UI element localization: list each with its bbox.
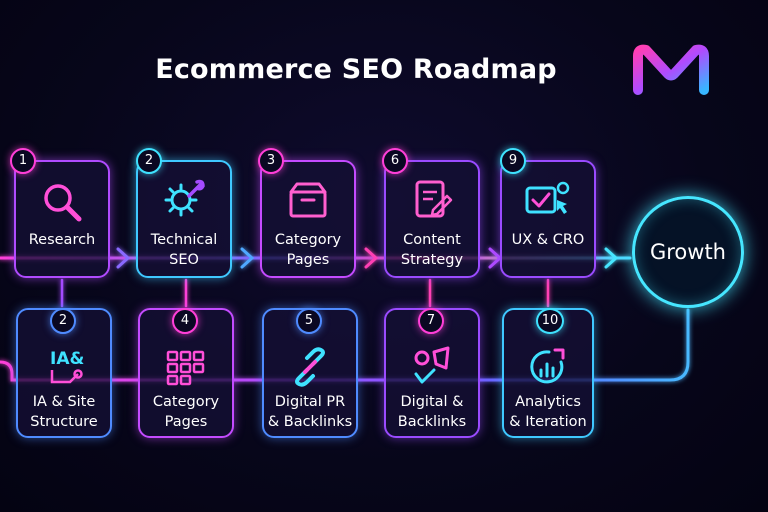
step-label: Digital PR & Backlinks — [267, 394, 353, 430]
growth-goal[interactable]: Growth — [632, 196, 744, 308]
step-card-digital-pr-backlinks[interactable]: Digital PR & Backlinks — [262, 308, 358, 438]
chain-link-icon — [295, 347, 325, 387]
step-label: Analytics & Iteration — [509, 394, 587, 430]
megaphone-icon — [414, 346, 450, 384]
step-number-badge: 2 — [50, 308, 76, 334]
step-card-ux-cro[interactable]: UX & CRO — [500, 160, 596, 278]
step-label: Content Strategy — [400, 232, 464, 268]
step-number-badge: 2 — [136, 148, 162, 174]
box-icon — [289, 182, 327, 218]
arrow-icon — [116, 247, 131, 269]
arrow-icon — [364, 247, 379, 269]
step-card-category-pages[interactable]: Category Pages — [260, 160, 356, 278]
step-number-badge: 3 — [258, 148, 284, 174]
grid-icon — [166, 350, 205, 386]
step-number-badge: 4 — [172, 308, 198, 334]
step-number-badge: 5 — [296, 308, 322, 334]
document-pencil-icon — [415, 180, 453, 218]
analytics-chart-icon — [530, 348, 565, 384]
meta-infinity-logo-icon — [633, 44, 709, 95]
arrow-icon — [240, 247, 255, 269]
step-label: UX & CRO — [511, 232, 585, 248]
ia-icon-text: IA& — [50, 349, 84, 369]
page-title: Ecommerce SEO Roadmap — [155, 54, 557, 85]
step-number-badge: 10 — [536, 308, 564, 334]
cursor-check-icon — [525, 181, 570, 214]
arrow-icon — [604, 247, 619, 269]
step-label: Category Pages — [274, 232, 342, 268]
ia-node-icon: IA& — [50, 349, 84, 384]
gear-wrench-icon — [164, 179, 205, 217]
step-label: Technical SEO — [150, 232, 218, 268]
step-label: Category Pages — [152, 394, 220, 430]
step-label: Research — [28, 232, 96, 248]
step-number-badge: 9 — [500, 148, 526, 174]
step-number-badge: 6 — [382, 148, 408, 174]
step-card-ia-site-structure[interactable]: IA& IA & Site Structure — [16, 308, 112, 438]
step-number-badge: 7 — [418, 308, 444, 334]
step-label: Digital & Backlinks — [397, 394, 467, 430]
step-card-content-strategy[interactable]: Content Strategy — [384, 160, 480, 278]
step-number-badge: 1 — [10, 148, 36, 174]
magnifier-icon — [44, 184, 82, 222]
step-card-technical-seo[interactable]: Technical SEO — [136, 160, 232, 278]
step-label: IA & Site Structure — [30, 394, 98, 430]
step-card-research[interactable]: Research — [14, 160, 110, 278]
